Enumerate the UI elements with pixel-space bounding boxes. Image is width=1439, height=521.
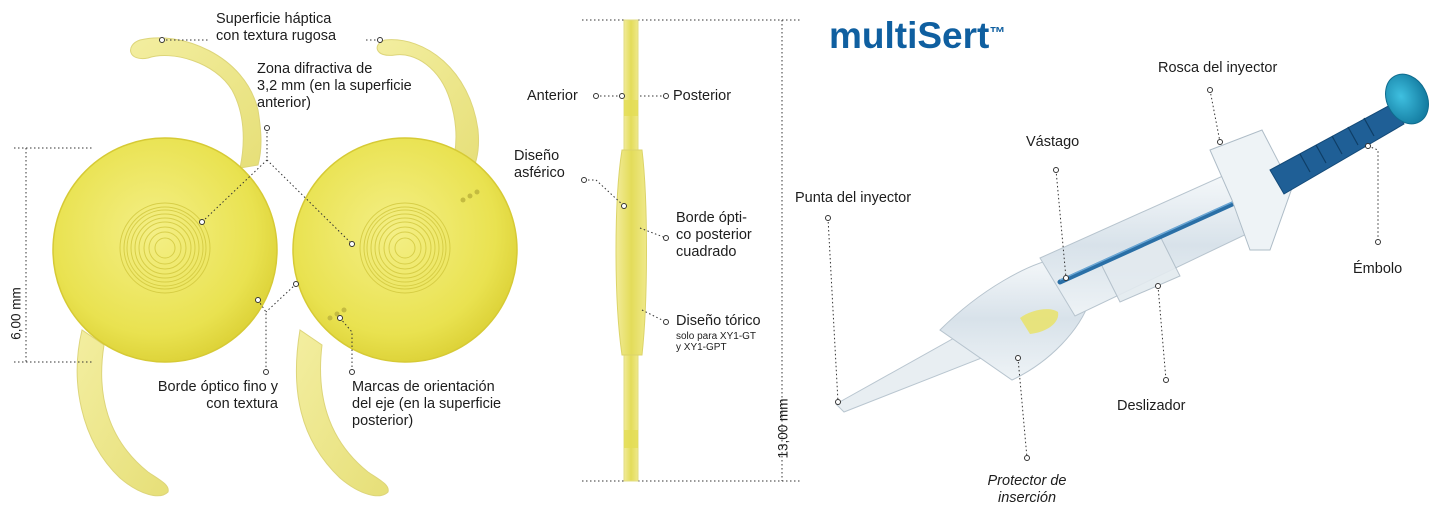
label-haptic-surface: Superficie háptica con textura rugosa <box>216 11 336 45</box>
haptic-right-bottom <box>295 329 389 497</box>
label-slider: Deslizador <box>1117 398 1186 414</box>
axis-marks-line1: Marcas de orientación <box>352 379 495 395</box>
label-axis-marks: Marcas de orientación del eje (en la sup… <box>352 379 501 430</box>
profile-optic <box>615 149 647 356</box>
label-injector-tip: Punta del inyector <box>795 190 912 206</box>
label-anterior: Anterior <box>527 88 578 104</box>
label-aspheric: Diseño asférico <box>514 148 565 182</box>
label-posterior: Posterior <box>673 88 732 104</box>
lens-right <box>292 39 518 497</box>
diameter-label: 6,00 mm <box>8 287 24 340</box>
protector-line2: inserción <box>997 490 1057 506</box>
square-edge-line1: Borde ópti- <box>676 210 747 226</box>
leader-axis-marks <box>339 317 353 372</box>
optic-right <box>292 137 518 363</box>
leader-square-edge <box>639 227 667 239</box>
leader-plunger <box>1367 145 1379 242</box>
axis-marks-line3: posterior) <box>352 413 414 429</box>
label-plunger: Émbolo <box>1353 261 1403 277</box>
plunger-cap <box>1385 73 1429 125</box>
leader-dots <box>159 37 1381 461</box>
profile-shade <box>624 100 638 116</box>
diffractive-line2: 3,2 mm (en la superficie <box>257 78 412 94</box>
plunger <box>1269 103 1405 195</box>
leader-aspheric <box>584 179 625 207</box>
injector-thread <box>1209 129 1293 251</box>
diffractive-line1: Zona difractiva de <box>257 61 373 77</box>
leader-tip <box>827 217 839 403</box>
haptic-left-bottom <box>76 329 169 497</box>
axis-marks-line2: del eje (en la superficie <box>352 396 502 412</box>
haptic-left-top <box>130 37 262 169</box>
leader-optic-edge <box>257 299 267 372</box>
diameter-dimension <box>14 147 92 363</box>
diffractive-rings-right <box>359 202 451 294</box>
leader-protector <box>1017 357 1028 459</box>
diffractive-line3: anterior) <box>257 95 311 111</box>
protector-line1: Protector de <box>987 473 1067 489</box>
leader-optic-edge-2 <box>265 283 297 313</box>
rod <box>1057 193 1253 285</box>
leader-lines <box>162 39 1379 459</box>
trademark-mark: ™ <box>989 25 1006 42</box>
aspheric-line1: Diseño <box>514 148 560 164</box>
leader-thread <box>1209 89 1221 143</box>
plunger-ribs <box>1299 117 1375 173</box>
toric-note-line1: solo para XY1-GT <box>676 331 757 342</box>
profile-shade-2 <box>624 430 638 448</box>
label-optic-edge: Borde óptico fino y con textura <box>128 379 278 413</box>
lens-profile <box>582 19 800 482</box>
brand-title: multiSert™ <box>829 14 1005 58</box>
square-edge-line3: cuadrado <box>676 244 737 260</box>
axis-marks-top <box>460 189 480 203</box>
toric-line1: Diseño tórico <box>676 313 761 329</box>
optic-left <box>52 137 278 363</box>
haptic-surface-line2: con textura rugosa <box>216 28 337 44</box>
square-edge-line2: co posterior <box>676 227 752 243</box>
optic-edge-line2: con textura <box>206 396 278 412</box>
label-diffractive-zone: Zona difractiva de 3,2 mm (en la superfi… <box>257 61 412 112</box>
label-insertion-protector: Protector de inserción <box>957 473 1097 507</box>
diffractive-rings <box>119 202 211 294</box>
axis-marks-bottom <box>327 307 347 321</box>
rod-highlight <box>1059 193 1251 281</box>
label-toric-note: solo para XY1-GT y XY1-GPT <box>676 331 756 353</box>
leader-slider <box>1157 285 1167 381</box>
leader-toric <box>641 309 667 323</box>
optic-edge-line1: Borde óptico fino y <box>157 379 278 395</box>
haptic-surface-line1: Superficie háptica <box>216 11 332 27</box>
label-rod: Vástago <box>1026 134 1080 150</box>
label-square-edge: Borde ópti- co posterior cuadrado <box>676 210 752 261</box>
length-label: 13,00 mm <box>775 398 791 459</box>
lens-left <box>52 37 278 497</box>
aspheric-line2: asférico <box>514 165 565 181</box>
label-injector-thread: Rosca del inyector <box>1158 60 1278 76</box>
brand-name: multiSert <box>829 15 990 56</box>
protector-lens <box>1020 309 1059 334</box>
toric-note-line2: y XY1-GPT <box>676 342 727 353</box>
label-toric: Diseño tórico <box>676 313 761 330</box>
injector <box>835 73 1429 413</box>
